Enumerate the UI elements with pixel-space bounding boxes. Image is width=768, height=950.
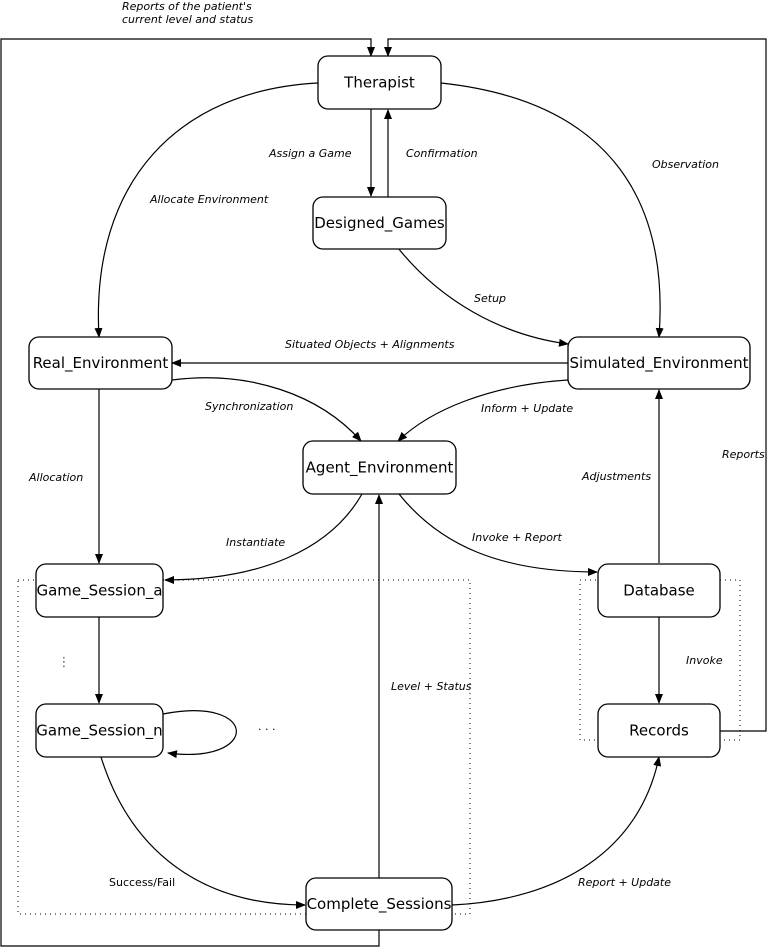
edge-complete-to-therapist xyxy=(0,38,380,947)
edge-instantiate xyxy=(164,493,363,584)
edge-records-to-therapist xyxy=(384,38,767,732)
edge-success-fail xyxy=(100,756,306,909)
node-designed-games[interactable]: Designed_Games xyxy=(312,196,447,250)
edge-label-inform-update: Inform + Update xyxy=(481,402,573,415)
ellipsis-horizontal: · · · xyxy=(258,723,275,736)
node-label: Game_Session_n xyxy=(36,722,162,741)
edge-label-reports-patient-2: current level and status xyxy=(122,13,254,26)
node-game-session-n[interactable]: Game_Session_n xyxy=(35,703,164,758)
edge-invoke-report xyxy=(398,493,598,576)
edge-session-self-loop xyxy=(162,710,237,759)
node-label: Therapist xyxy=(343,74,415,92)
node-records[interactable]: Records xyxy=(597,703,721,758)
node-database[interactable]: Database xyxy=(597,563,721,618)
edge-label-allocation: Allocation xyxy=(28,471,83,484)
edge-label-allocate-environment: Allocate Environment xyxy=(149,193,269,206)
edge-label-observation: Observation xyxy=(652,158,719,171)
node-therapist[interactable]: Therapist xyxy=(317,55,442,110)
edge-label-assign-game: Assign a Game xyxy=(268,147,352,160)
node-game-session-a[interactable]: Game_Session_a xyxy=(35,563,164,618)
game-sessions-group xyxy=(17,579,471,915)
edge-label-invoke-report: Invoke + Report xyxy=(472,531,562,544)
node-label: Agent_Environment xyxy=(306,459,454,478)
edge-report-update xyxy=(451,756,662,906)
node-agent-environment[interactable]: Agent_Environment xyxy=(302,440,457,495)
node-label: Simulated_Environment xyxy=(569,354,748,373)
edge-observation xyxy=(440,82,664,338)
edge-label-reports-patient-1: Reports of the patient's xyxy=(122,0,252,13)
edge-allocate-environment xyxy=(94,82,319,338)
edge-label-adjustments: Adjustments xyxy=(581,470,651,483)
edge-label-setup: Setup xyxy=(474,292,506,305)
edge-label-situated-objects: Situated Objects + Alignments xyxy=(285,338,455,351)
node-label: Designed_Games xyxy=(314,214,445,233)
node-complete-sessions[interactable]: Complete_Sessions xyxy=(305,877,453,931)
edge-label-confirmation: Confirmation xyxy=(406,147,478,160)
node-label: Game_Session_a xyxy=(36,582,162,601)
edge-label-level-status: Level + Status xyxy=(391,680,472,693)
node-label: Database xyxy=(623,582,695,600)
edge-setup xyxy=(397,247,569,347)
node-simulated-environment[interactable]: Simulated_Environment xyxy=(567,336,751,390)
edge-label-report-update: Report + Update xyxy=(578,876,671,889)
edge-synchronization xyxy=(171,377,362,442)
ellipsis-vertical: ⋮ xyxy=(58,655,71,670)
node-label: Complete_Sessions xyxy=(307,895,452,914)
edge-label-instantiate: Instantiate xyxy=(226,536,285,549)
node-label: Records xyxy=(629,722,689,740)
node-label: Real_Environment xyxy=(33,354,169,373)
edge-label-invoke: Invoke xyxy=(686,654,723,667)
edge-label-reports: Reports xyxy=(722,448,765,461)
edge-label-success-fail: Success/Fail xyxy=(109,876,175,889)
node-real-environment[interactable]: Real_Environment xyxy=(28,336,173,390)
edge-inform-update xyxy=(397,379,569,442)
edge-label-synchronization: Synchronization xyxy=(205,400,293,413)
